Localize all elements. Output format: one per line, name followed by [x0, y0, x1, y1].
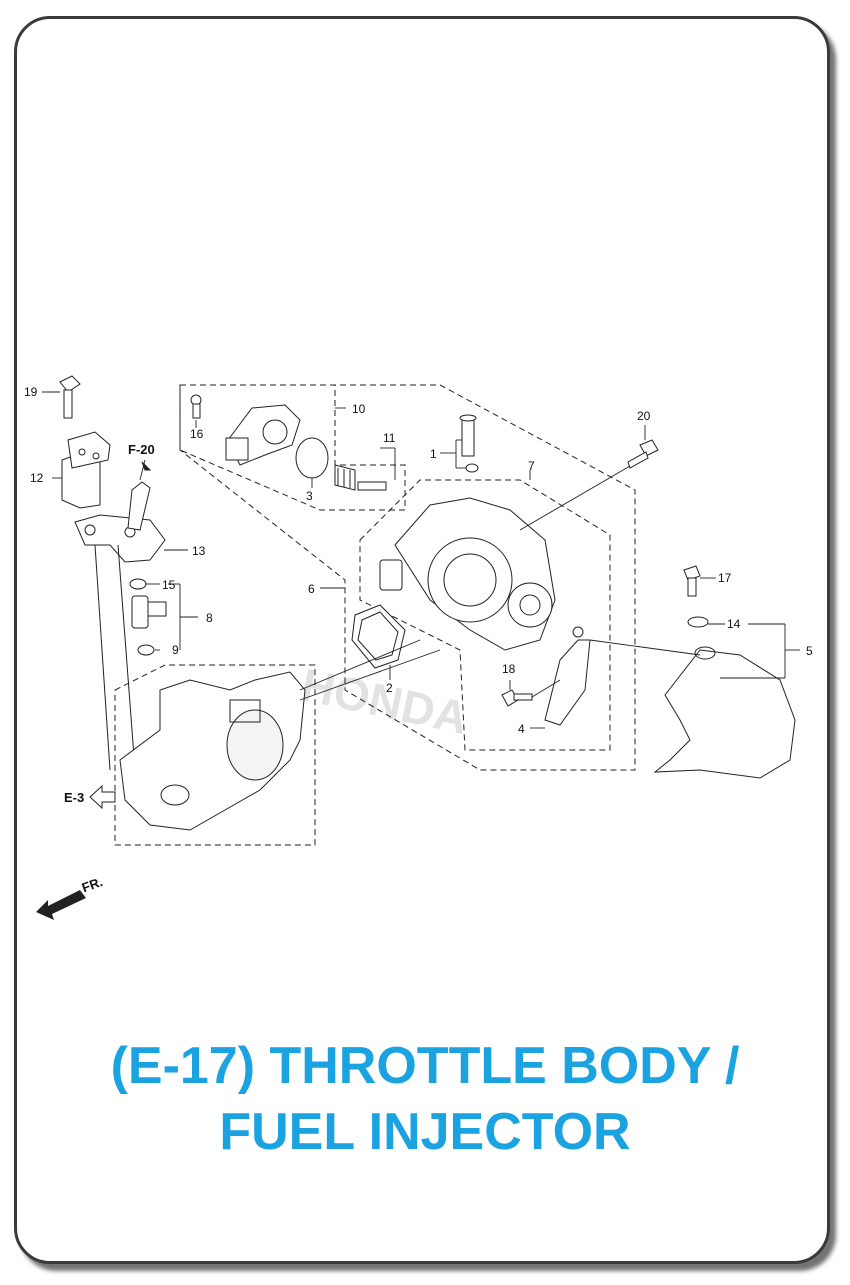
label-17: 17 — [718, 571, 732, 585]
honda-watermark: HONDA — [297, 658, 473, 744]
label-10: 10 — [352, 402, 366, 416]
label-6: 6 — [308, 582, 315, 596]
cover-5 — [653, 649, 796, 779]
ref-e3: E-3 — [64, 790, 84, 805]
diagram-card — [14, 16, 830, 1264]
page-title-line2: FUEL INJECTOR — [219, 1103, 631, 1161]
label-3: 3 — [306, 489, 313, 503]
bolt-19 — [59, 375, 81, 419]
front-arrow-icon — [36, 890, 86, 920]
label-9: 9 — [172, 643, 179, 657]
washer-14 — [687, 616, 709, 628]
label-11: 11 — [383, 431, 396, 445]
label-12: 12 — [30, 471, 44, 485]
group-box-7 — [359, 479, 611, 751]
oring-3 — [295, 437, 329, 479]
ref-f20: F-20 — [128, 442, 155, 457]
injector-8 — [131, 595, 167, 629]
f20-arrow-icon — [141, 461, 152, 471]
group-box-2 — [114, 664, 316, 846]
page-title-line1: (E-17) THROTTLE BODY / — [110, 1037, 740, 1095]
injector-holder-13 — [74, 514, 166, 563]
label-19: 19 — [24, 385, 38, 399]
label-20: 20 — [637, 409, 651, 423]
label-16: 16 — [190, 427, 204, 441]
screw-1 — [459, 414, 479, 473]
e3-arrow-icon — [89, 784, 116, 810]
label-18: 18 — [502, 662, 516, 676]
label-15: 15 — [162, 578, 176, 592]
label-1: 1 — [430, 447, 437, 461]
screw-16 — [190, 394, 202, 419]
group-box-6 — [179, 384, 636, 771]
label-7: 7 — [528, 459, 535, 473]
bolt-17 — [683, 565, 701, 597]
group-box-10 — [179, 384, 406, 511]
label-5: 5 — [806, 644, 813, 658]
spring-11 — [334, 464, 387, 491]
label-14: 14 — [727, 617, 741, 631]
label-2: 2 — [386, 681, 393, 695]
fuel-pipe — [127, 481, 151, 531]
throttle-body-7 — [379, 497, 556, 651]
seal-9 — [137, 644, 155, 656]
part-number-labels: 1 2 3 4 5 6 7 8 9 10 11 12 13 14 15 16 1… — [24, 385, 813, 895]
bolt-20 — [627, 439, 659, 469]
bracket-4 — [544, 639, 591, 726]
label-13: 13 — [192, 544, 206, 558]
bolt-18 — [501, 689, 533, 707]
sensor-10 — [225, 404, 301, 466]
label-8: 8 — [206, 611, 213, 625]
ref-front: FR. — [80, 874, 105, 895]
oring-15 — [129, 578, 147, 590]
label-4: 4 — [518, 722, 525, 736]
